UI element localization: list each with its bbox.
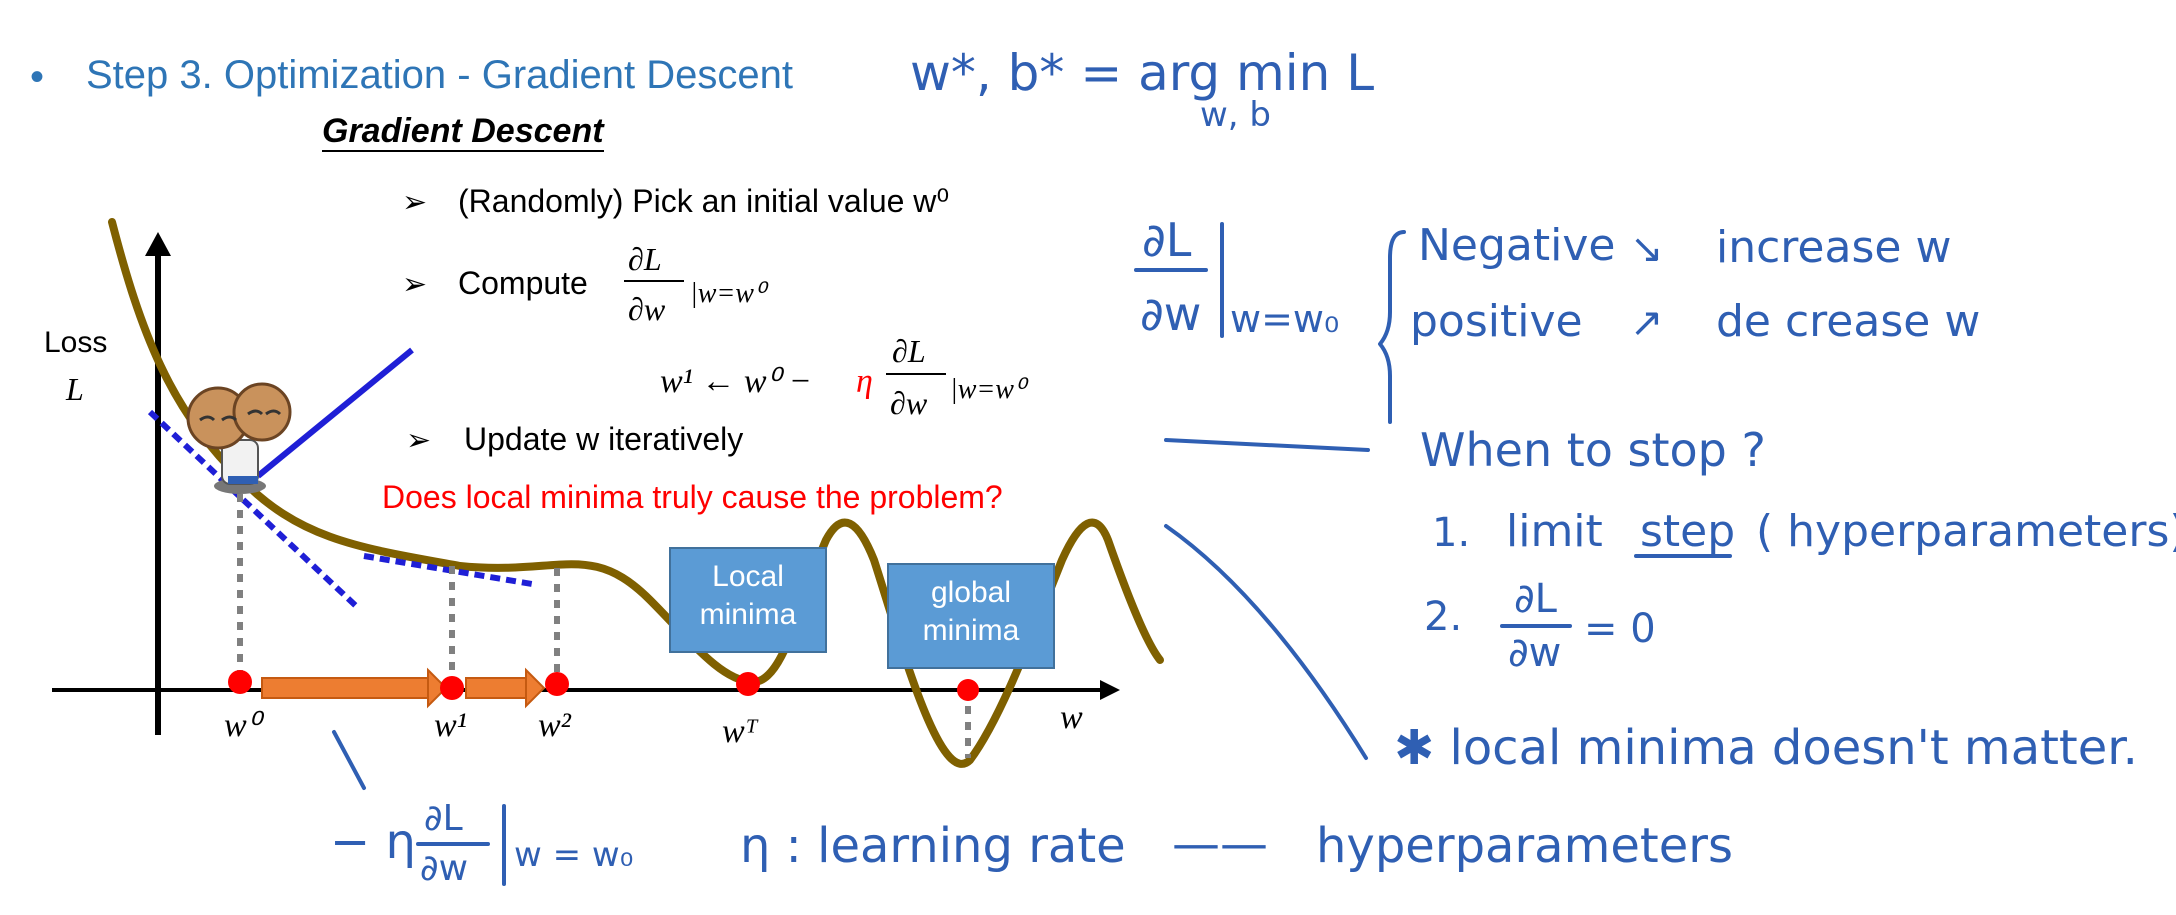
y-axis-arrowhead xyxy=(145,232,171,256)
point-wT xyxy=(736,672,760,696)
note-item1-hyperparameters: ( hyperparameters) xyxy=(1756,506,2176,557)
note-pointer-stroke xyxy=(332,730,366,790)
update-rule-eta: η xyxy=(856,363,873,400)
note-decrease: de crease w xyxy=(1716,296,1980,347)
y-axis-label-loss: Loss xyxy=(44,326,107,359)
note-bottom-denominator: ∂w xyxy=(420,848,468,889)
solid-tangent-line xyxy=(256,347,414,479)
global-minima-box xyxy=(887,563,1055,669)
local-minima-box-label-line-2: minima xyxy=(700,598,797,631)
bullet-arrow-2: ➢ xyxy=(402,268,427,301)
note-eta-learning-rate: η : learning rate xyxy=(740,818,1126,874)
global-minima-box-label: global minima xyxy=(923,576,1020,647)
local-minima-box xyxy=(669,547,827,653)
note-bottom-neg-eta: − η xyxy=(330,814,416,870)
tick-label-wT: wᵀ xyxy=(722,713,759,750)
note-brace xyxy=(1378,230,1406,424)
compute-eval-point: |w=w⁰ xyxy=(690,278,769,309)
note-deriv-denominator: ∂w xyxy=(1140,287,1201,341)
global-minima-box-label-line-2: minima xyxy=(923,614,1020,647)
note-hyperparameters: hyperparameters xyxy=(1316,818,1733,874)
update-frac-denominator: ∂w xyxy=(890,385,928,421)
step-arrow-body-1 xyxy=(261,677,431,699)
bullet-update-iteratively: Update w iteratively xyxy=(464,421,743,457)
local-minima-question: Does local minima truly cause the proble… xyxy=(382,479,1003,515)
point-w2 xyxy=(545,672,569,696)
bullet-arrow-3: ➢ xyxy=(406,424,431,457)
update-eval-point: |w=w⁰ xyxy=(950,374,1029,405)
note-bottom-eval: w = w₀ xyxy=(514,835,633,875)
compute-frac-numerator: ∂L xyxy=(628,241,662,277)
note-item2-numerator: ∂L xyxy=(1514,576,1558,622)
compute-frac-denominator: ∂w xyxy=(628,291,666,327)
bullet-compute-label: Compute xyxy=(458,265,588,301)
note-dash: —— xyxy=(1172,816,1268,872)
note-local-minima-doesnt-matter: ✱ local minima doesn't matter. xyxy=(1394,720,2138,776)
note-item1-prefix: 1. xyxy=(1432,510,1470,556)
tick-label-w0: w⁰ xyxy=(224,707,265,744)
update-rule-lhs: w¹ ← w⁰ − xyxy=(660,363,812,400)
note-increase: increase w xyxy=(1716,222,1951,273)
bullet-arrow-1: ➢ xyxy=(402,186,427,219)
slide-title: Step 3. Optimization - Gradient Descent xyxy=(86,53,793,97)
gradient-descent-heading: Gradient Descent xyxy=(322,112,605,150)
handwritten-objective: w*, b* = arg min L xyxy=(910,44,1374,102)
note-item2-equals-zero: = 0 xyxy=(1584,606,1656,652)
step-arrow-head-2 xyxy=(525,667,546,709)
point-global xyxy=(957,679,979,701)
note-positive-arrow: ↗ xyxy=(1630,300,1664,346)
step-arrow-head-1 xyxy=(427,667,448,709)
local-minima-box-label: Local minima xyxy=(700,560,797,631)
step-arrow-body-2 xyxy=(465,677,529,699)
note-item1-step: step xyxy=(1640,506,1735,557)
note-item1-limit: limit xyxy=(1506,506,1603,557)
note-negative-arrow: ↘ xyxy=(1630,226,1664,272)
x-axis-arrowhead xyxy=(1100,680,1120,700)
note-when-to-stop: When to stop ? xyxy=(1420,423,1766,477)
note-deriv-eval: w=w₀ xyxy=(1230,297,1339,341)
note-item2-prefix: 2. xyxy=(1424,594,1462,640)
global-minima-box-label-line-1: global xyxy=(931,576,1011,609)
bullet-pick-initial: (Randomly) Pick an initial value w⁰ xyxy=(458,183,949,219)
note-connector-horizontal xyxy=(1164,438,1370,452)
cartoon-characters xyxy=(186,382,292,494)
title-bullet: • xyxy=(30,55,44,99)
tick-label-w2: w² xyxy=(538,707,572,744)
local-minima-box-label-line-1: Local xyxy=(712,560,784,593)
x-axis-label-w: w xyxy=(1060,699,1083,736)
y-axis-label-l: L xyxy=(65,371,84,407)
note-positive: positive xyxy=(1410,296,1583,347)
handwritten-objective-subscript: w, b xyxy=(1200,95,1271,135)
note-deriv-numerator: ∂L xyxy=(1142,213,1192,267)
tick-label-w1: w¹ xyxy=(434,707,467,744)
note-negative: Negative xyxy=(1418,220,1615,271)
point-w0 xyxy=(228,670,252,694)
tangent-line-w1 xyxy=(363,553,533,587)
update-frac-numerator: ∂L xyxy=(892,333,926,369)
note-bottom-numerator: ∂L xyxy=(424,798,463,839)
note-connector-diagonal xyxy=(1164,524,1368,760)
point-w1 xyxy=(440,676,464,700)
note-item2-denominator: ∂w xyxy=(1508,630,1561,676)
